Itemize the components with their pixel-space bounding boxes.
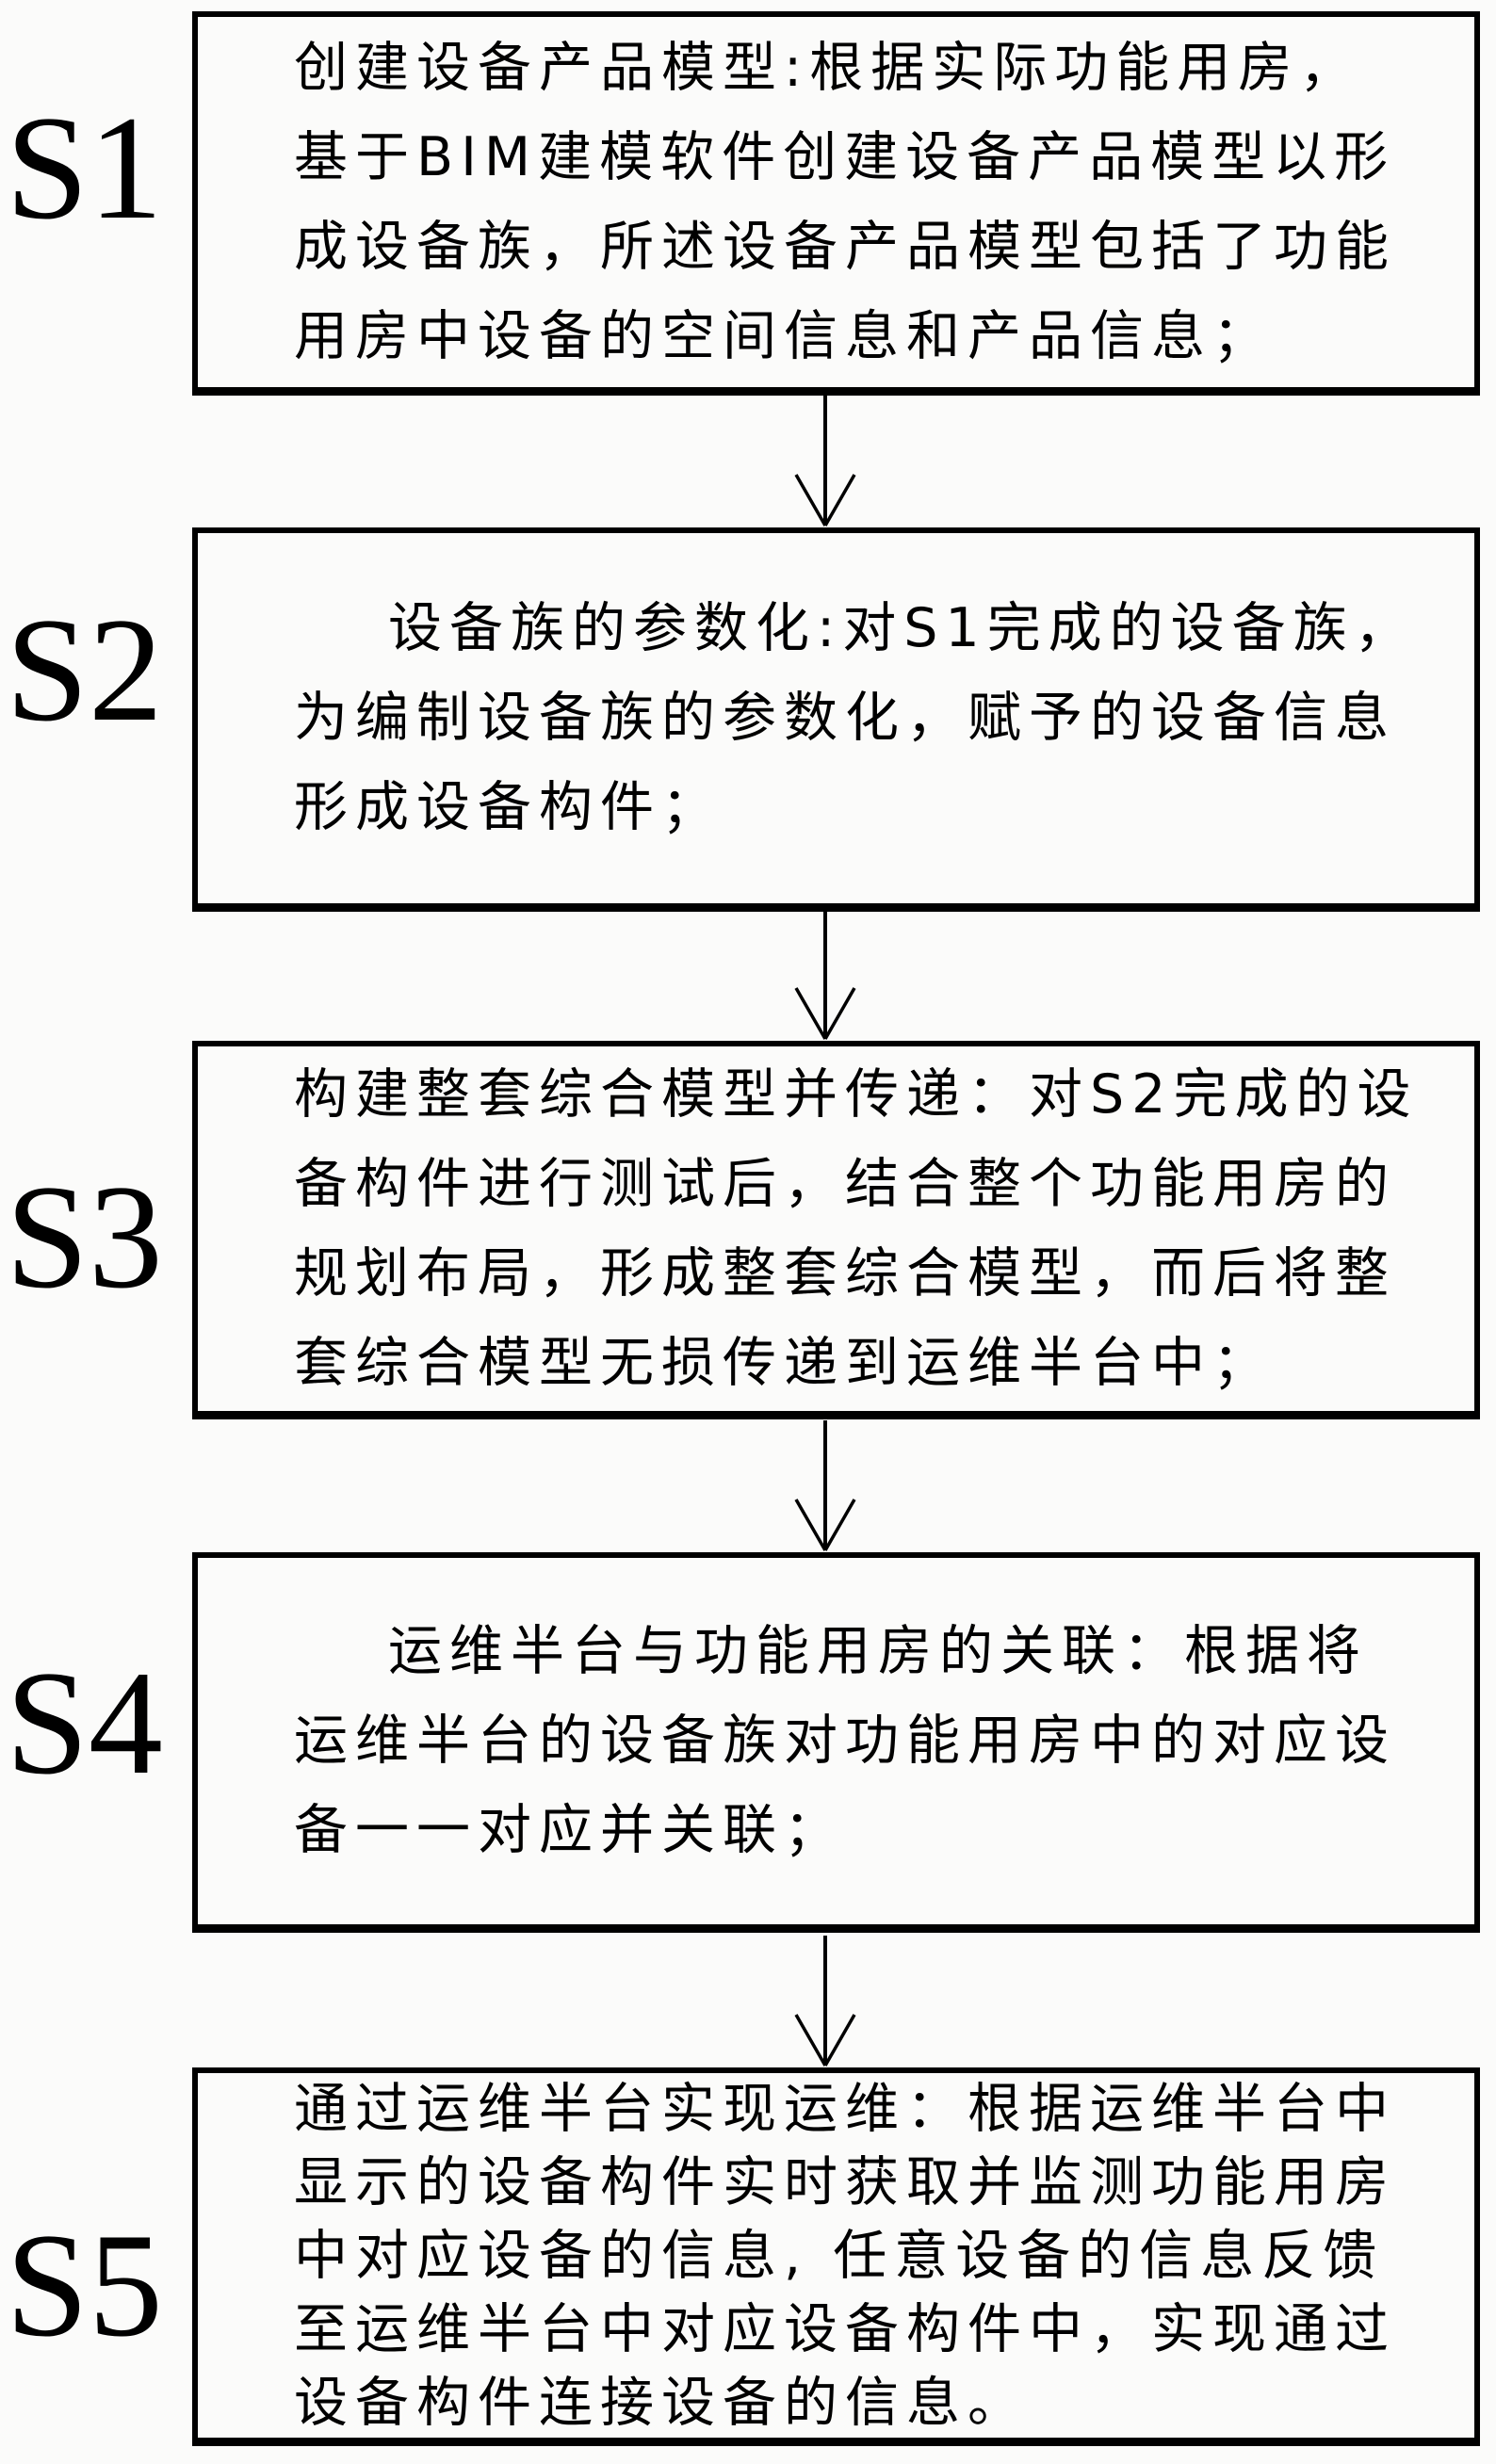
step-s1-line-3: 成设备族，所述设备产品模型包括了功能 — [294, 215, 1396, 278]
step-s5-line-3: 中对应设备的信息, 任意设备的信息反馈 — [294, 2224, 1385, 2287]
step-s1-line-4: 用房中设备的空间信息和产品信息； — [294, 304, 1274, 367]
step-s1-line-1: 创建设备产品模型:根据实际功能用房， — [294, 36, 1361, 99]
step-box-s4: 运维半台与功能用房的关联：根据将 运维半台的设备族对功能用房中的对应设 备一一对… — [192, 1552, 1480, 1933]
step-s2-line-1: 设备族的参数化:对S1完成的设备族， — [388, 597, 1416, 659]
step-s5-line-2: 显示的设备构件实时获取并监测功能用房 — [294, 2150, 1396, 2213]
step-s3-line-3: 规划布局，形成整套综合模型，而后将整 — [294, 1241, 1396, 1305]
step-s4-line-2: 运维半台的设备族对功能用房中的对应设 — [294, 1710, 1396, 1772]
step-s2-line-3: 形成设备构件； — [294, 776, 723, 838]
step-s2-line-2: 为编制设备族的参数化，赋予的设备信息 — [294, 687, 1396, 749]
step-s5-line-5: 设备构件连接设备的信息。 — [294, 2371, 1029, 2434]
step-s3-line-4: 套综合模型无损传递到运维半台中； — [294, 1331, 1274, 1394]
step-s4-line-1: 运维半台与功能用房的关联：根据将 — [388, 1620, 1368, 1682]
flow-arrow-down-icon — [794, 1936, 856, 2067]
step-s3-line-2: 备构件进行测试后，结合整个功能用房的 — [294, 1152, 1396, 1215]
flow-arrow-down-icon — [794, 909, 856, 1040]
step-s1-line-2: 基于BIM建模软件创建设备产品模型以形 — [294, 125, 1396, 188]
step-label-s1: S1 — [6, 86, 163, 251]
step-box-s2: 设备族的参数化:对S1完成的设备族， 为编制设备族的参数化，赋予的设备信息 形成… — [192, 527, 1480, 912]
step-s3-line-1: 构建整套综合模型并传递：对S2完成的设 — [294, 1062, 1419, 1126]
step-s5-line-4: 至运维半台中对应设备构件中，实现通过 — [294, 2297, 1396, 2360]
step-box-s1: 创建设备产品模型:根据实际功能用房， 基于BIM建模软件创建设备产品模型以形 成… — [192, 11, 1480, 396]
step-label-s4: S4 — [6, 1641, 163, 1806]
step-label-s2: S2 — [6, 588, 163, 753]
step-s4-line-3: 备一一对应并关联； — [294, 1799, 845, 1861]
flow-arrow-down-icon — [794, 1420, 856, 1551]
step-box-s5: 通过运维半台实现运维：根据运维半台中 显示的设备构件实时获取并监测功能用房 中对… — [192, 2067, 1480, 2446]
step-label-s3: S3 — [6, 1155, 163, 1320]
flow-arrow-down-icon — [794, 396, 856, 527]
step-box-s3: 构建整套综合模型并传递：对S2完成的设 备构件进行测试后，结合整个功能用房的 规… — [192, 1041, 1480, 1419]
step-s5-line-1: 通过运维半台实现运维：根据运维半台中 — [294, 2077, 1396, 2140]
step-label-s5: S5 — [6, 2203, 163, 2368]
